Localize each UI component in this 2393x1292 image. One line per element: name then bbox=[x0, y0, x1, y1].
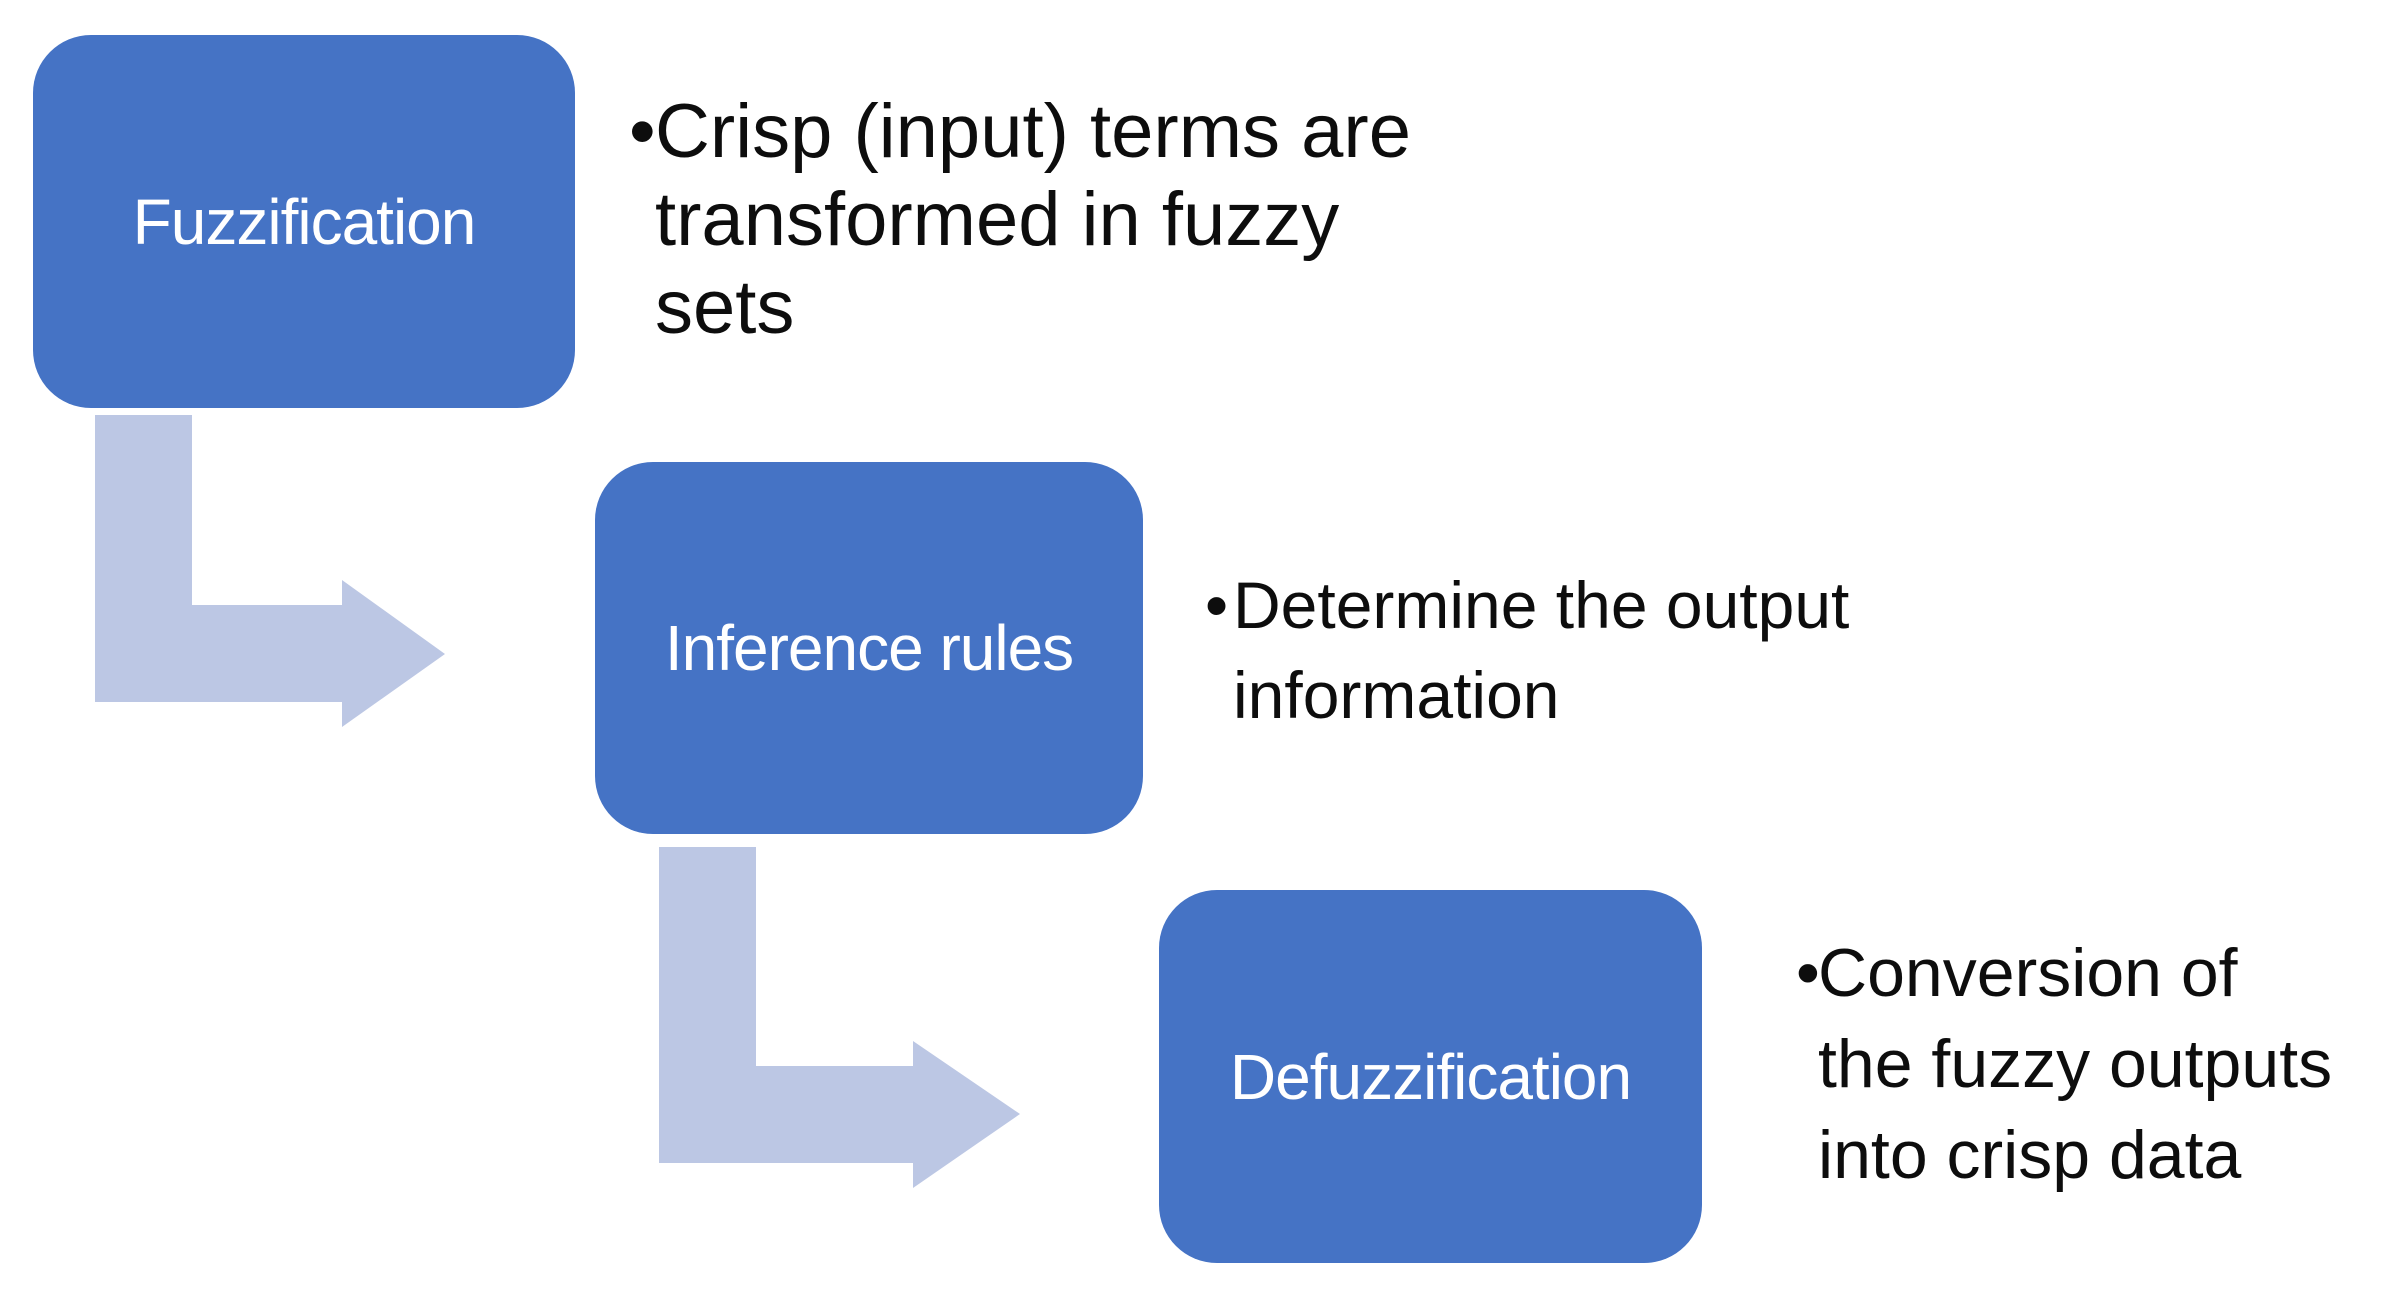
step-label-defuzzification: Defuzzification bbox=[1229, 1040, 1632, 1113]
bent-arrow-icon bbox=[659, 847, 1020, 1188]
bullet-line: Crisp (input) terms are bbox=[655, 89, 1411, 174]
step-label-fuzzification: Fuzzification bbox=[132, 185, 477, 258]
bullet-line: transformed in fuzzy bbox=[655, 177, 1340, 262]
step-box-fuzzification: Fuzzification bbox=[33, 35, 575, 408]
bullet-text-fuzzification: • Crisp (input) terms are transformed in… bbox=[629, 88, 1411, 352]
step-label-inference-rules: Inference rules bbox=[664, 612, 1074, 684]
bullet-line: Determine the output bbox=[1233, 568, 1850, 642]
bullet-line: Conversion of bbox=[1818, 935, 2238, 1011]
bullet-dot-icon: • bbox=[629, 89, 656, 174]
step-box-inference-rules: Inference rules bbox=[595, 462, 1143, 834]
bullet-line: the fuzzy outputs bbox=[1818, 1026, 2333, 1102]
bullet-line: into crisp data bbox=[1818, 1117, 2242, 1193]
bullet-text-inference-rules: • Determine the output information bbox=[1205, 560, 1849, 740]
bent-arrow-icon bbox=[95, 415, 445, 727]
bullet-dot-icon: • bbox=[1796, 935, 1820, 1011]
bullet-line: sets bbox=[655, 265, 795, 350]
step-box-defuzzification: Defuzzification bbox=[1159, 890, 1702, 1263]
bullet-text-defuzzification: • Conversion of the fuzzy outputs into c… bbox=[1796, 928, 2332, 1201]
bullet-line: information bbox=[1233, 658, 1560, 732]
bullet-dot-icon: • bbox=[1205, 568, 1229, 642]
